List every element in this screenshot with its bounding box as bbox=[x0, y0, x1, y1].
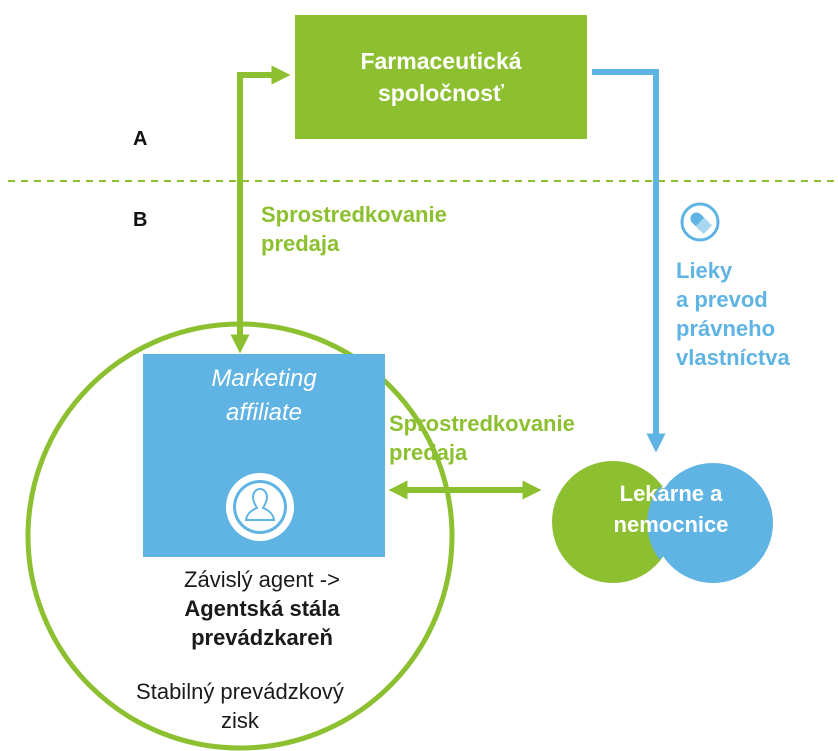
affiliate-label: Marketing affiliate bbox=[143, 362, 385, 430]
pharmacies-label: Lekárne a nemocnice bbox=[583, 478, 759, 540]
pharmacies-line1: Lekárne a bbox=[619, 481, 723, 506]
agent-label: Závislý agent -> Agentská stála prevádzk… bbox=[100, 565, 424, 652]
affiliate-line2: affiliate bbox=[225, 399, 303, 426]
medicines-label: Lieky a prevod právneho vlastníctva bbox=[676, 256, 790, 372]
intermediation-top-line2: predaja bbox=[261, 231, 340, 256]
agent-line2: Agentská stála bbox=[100, 594, 424, 623]
agent-line2-bold: Agentská stála bbox=[184, 596, 340, 621]
profit-label: Stabilný prevádzkový zisk bbox=[90, 677, 390, 735]
user-icon bbox=[226, 473, 294, 541]
company-label-line2: spoločnosť bbox=[377, 80, 505, 106]
pharmacies-overlap bbox=[647, 486, 673, 560]
medicines-line2: a prevod bbox=[676, 287, 768, 312]
company-box bbox=[295, 15, 587, 139]
intermediation-mid-line2: predaja bbox=[389, 440, 468, 465]
pharmacies-circle-green bbox=[552, 461, 674, 583]
profit-line2: zisk bbox=[221, 708, 259, 733]
medicines-line4: vlastníctva bbox=[676, 345, 790, 370]
green-vertical-arrow bbox=[230, 65, 291, 354]
medicines-line1: Lieky bbox=[676, 258, 733, 283]
profit-line1: Stabilný prevádzkový bbox=[136, 679, 344, 704]
label-a: A bbox=[133, 128, 148, 150]
pharmacies-circle-blue bbox=[653, 463, 773, 583]
company-label-line1: Farmaceutická bbox=[360, 48, 522, 74]
intermediation-label-mid: Sprostredkovanie predaja bbox=[389, 409, 575, 467]
company-label: Farmaceutická spoločnosť bbox=[295, 45, 587, 109]
label-b: B bbox=[133, 209, 148, 231]
affiliate-line1: Marketing bbox=[211, 365, 317, 392]
agent-line3: prevádzkareň bbox=[100, 623, 424, 652]
blue-ownership-arrow bbox=[592, 69, 666, 453]
pharmacies-line2: nemocnice bbox=[613, 512, 729, 537]
pill-icon bbox=[680, 202, 720, 242]
agent-line1: Závislý agent -> bbox=[184, 567, 340, 592]
medicines-line3: právneho bbox=[676, 316, 776, 341]
intermediation-mid-line1: Sprostredkovanie bbox=[389, 411, 575, 436]
intermediation-top-line1: Sprostredkovanie bbox=[261, 202, 447, 227]
intermediation-label-top: Sprostredkovanie predaja bbox=[261, 200, 447, 258]
agent-line3-bold: prevádzkareň bbox=[191, 625, 333, 650]
